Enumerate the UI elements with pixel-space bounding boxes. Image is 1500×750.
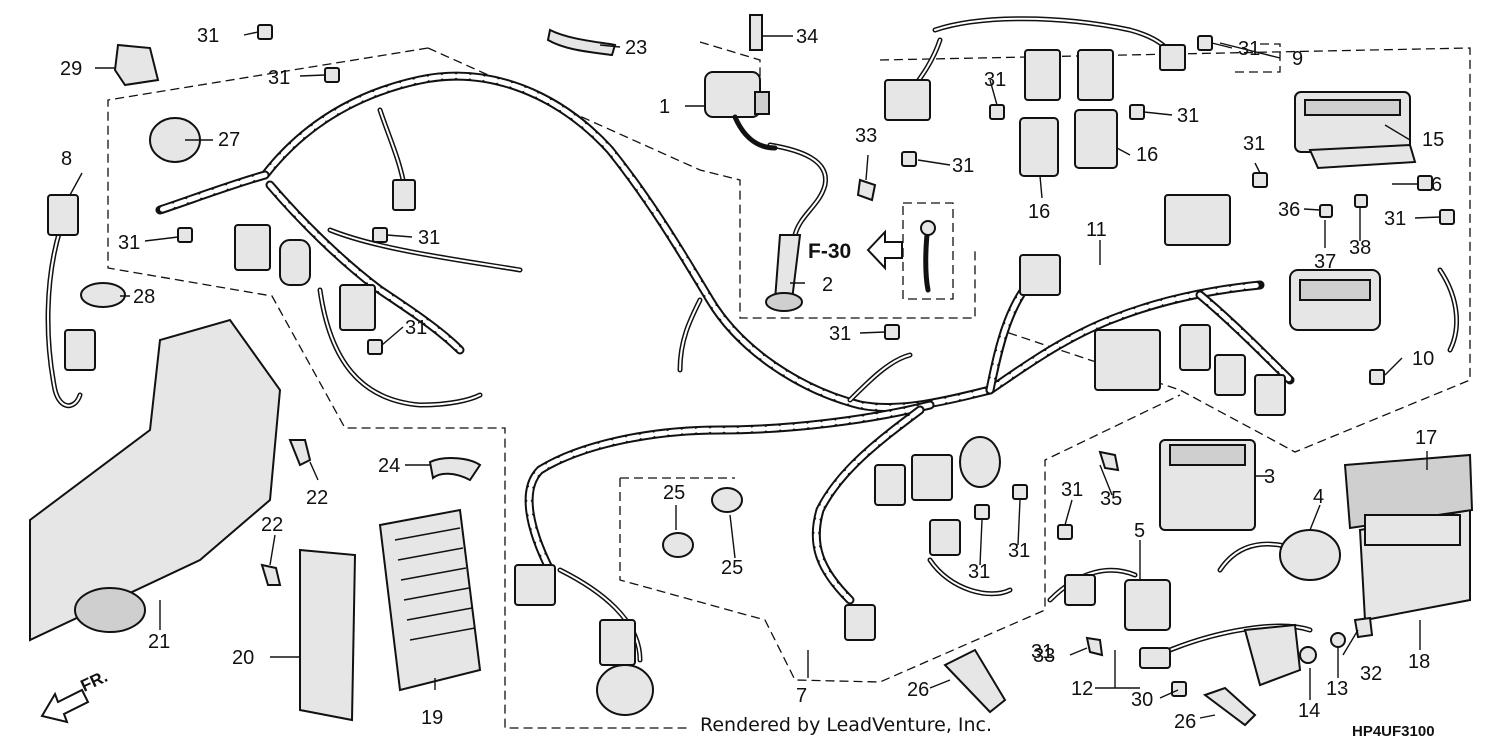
callout-33-b: 33 [1033, 645, 1055, 667]
callout-labels: 1 2 3 4 5 6 7 8 9 10 11 12 13 14 15 16 1… [60, 25, 1444, 733]
callout-22-a: 22 [306, 487, 328, 509]
callout-29: 29 [60, 58, 82, 80]
callout-27: 27 [218, 129, 240, 151]
relay-16-b [1074, 109, 1118, 169]
regulator-rectifier [1159, 439, 1256, 531]
callout-26-a: 26 [907, 679, 929, 701]
callout-26-b: 26 [1174, 711, 1196, 733]
callout-6: 6 [1431, 174, 1442, 196]
harness-cover-21 [29, 318, 282, 642]
callout-31-m: 31 [1061, 479, 1083, 501]
callout-18: 18 [1408, 651, 1430, 673]
callout-22-b: 22 [261, 514, 283, 536]
control-module-19 [378, 508, 482, 692]
callout-1: 1 [659, 96, 670, 118]
callout-12: 12 [1071, 678, 1093, 700]
main-wire-harness [155, 71, 1295, 605]
callout-31-p: 31 [1031, 641, 1053, 663]
front-direction-indicator: FR. [40, 667, 111, 724]
callout-2: 2 [822, 274, 833, 296]
callout-9: 9 [1292, 48, 1303, 70]
callout-37: 37 [1314, 251, 1336, 273]
callout-20: 20 [232, 647, 254, 669]
callout-31-b: 31 [268, 67, 290, 89]
callout-31-c: 31 [118, 232, 140, 254]
callout-21: 21 [148, 631, 170, 653]
callout-15: 15 [1422, 129, 1444, 151]
callout-10: 10 [1412, 348, 1434, 370]
leader-lines [69, 31, 1441, 719]
diagram-code: HP4UF3100 [1352, 723, 1435, 740]
connectors [47, 44, 1461, 716]
callout-31-g: 31 [984, 69, 1006, 91]
clips-and-clamps [80, 28, 1257, 727]
sensor-12 [1243, 623, 1302, 687]
bracket-20 [299, 548, 357, 722]
callout-5: 5 [1134, 520, 1145, 542]
callout-14: 14 [1298, 700, 1320, 722]
bolts-and-screws [260, 14, 1374, 664]
callout-31-l: 31 [1384, 208, 1406, 230]
branch-wires [45, 16, 1460, 663]
retainer-clips-31 [177, 24, 1455, 697]
callout-31-k: 31 [1243, 133, 1265, 155]
callout-23: 23 [625, 37, 647, 59]
callout-19: 19 [421, 707, 443, 729]
reference-f30: F-30 [808, 229, 903, 271]
combination-relay-block [1294, 91, 1417, 170]
callout-17: 17 [1415, 427, 1437, 449]
callout-24: 24 [378, 455, 400, 477]
callout-16-a: 16 [1028, 201, 1050, 223]
callout-4: 4 [1313, 486, 1324, 508]
callout-3: 3 [1264, 466, 1275, 488]
callout-16-b: 16 [1136, 144, 1158, 166]
credit-text: Rendered by LeadVenture, Inc. [700, 714, 992, 736]
callout-8: 8 [61, 148, 72, 170]
ignition-detail-inset [920, 220, 936, 293]
callout-31-d: 31 [418, 227, 440, 249]
callout-31-a: 31 [197, 25, 219, 47]
callout-7: 7 [796, 685, 807, 707]
callout-34: 34 [796, 26, 818, 48]
callout-33-a: 33 [855, 125, 877, 147]
callout-13: 13 [1326, 678, 1348, 700]
arrow-left-icon [866, 229, 903, 271]
callout-30: 30 [1131, 689, 1153, 711]
sensor-5 [1124, 579, 1171, 631]
callout-31-o: 31 [1008, 540, 1030, 562]
callout-28: 28 [133, 286, 155, 308]
callout-38: 38 [1349, 237, 1371, 259]
parts [29, 14, 1474, 727]
callout-31-e: 31 [405, 317, 427, 339]
group-outlines [107, 41, 1471, 729]
callout-32: 32 [1360, 663, 1382, 685]
callout-36: 36 [1278, 199, 1300, 221]
callout-31-i: 31 [952, 155, 974, 177]
callout-31-f: 31 [829, 323, 851, 345]
callout-25-a: 25 [663, 482, 685, 504]
callout-31-h: 31 [1177, 105, 1199, 127]
callout-31-n: 31 [968, 561, 990, 583]
ignition-coil [704, 71, 778, 151]
reference-label: F-30 [808, 240, 851, 263]
callout-11: 11 [1086, 219, 1107, 241]
front-arrow-icon [40, 688, 90, 724]
solenoid-4 [1279, 529, 1341, 581]
callout-35: 35 [1100, 488, 1122, 510]
callout-31-j: 31 [1238, 38, 1260, 60]
fuse-box [1289, 269, 1381, 331]
callout-25-b: 25 [721, 557, 743, 579]
spark-plug-cap [765, 234, 803, 312]
relay-16-a [1019, 117, 1059, 177]
